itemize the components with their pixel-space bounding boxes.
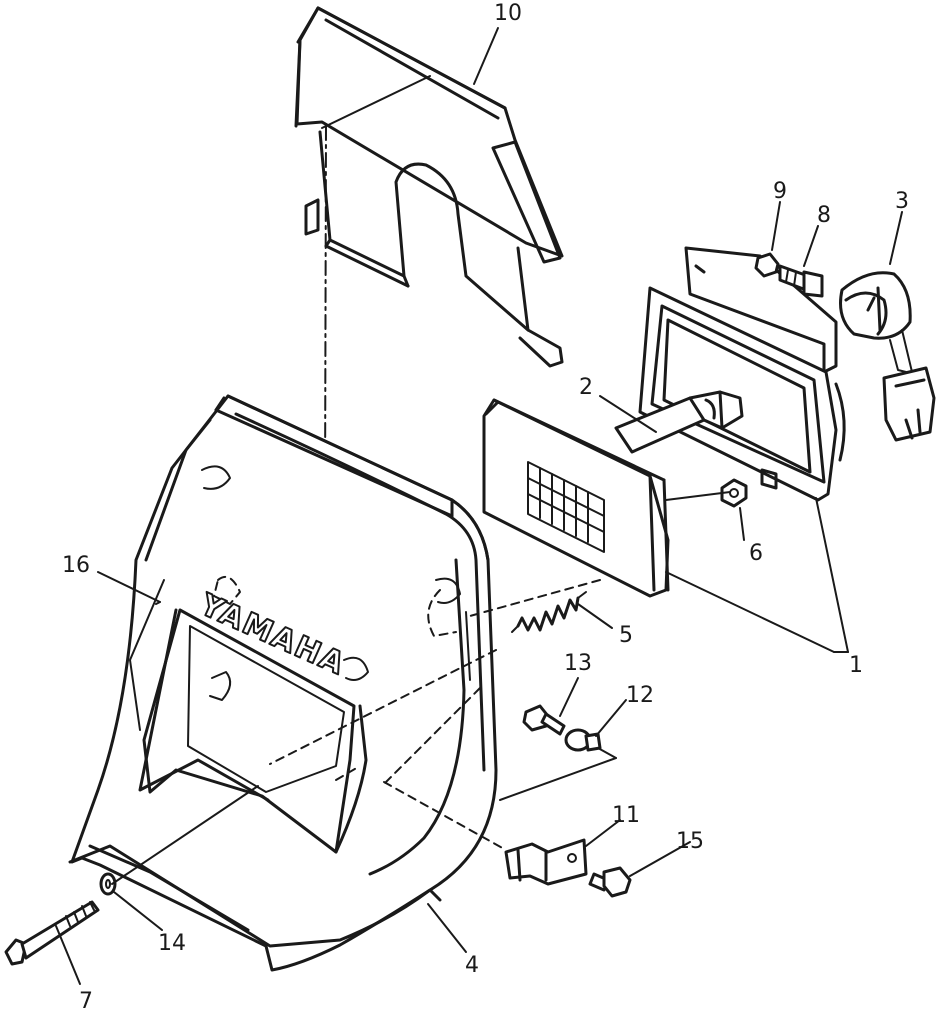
callout-2: 2 — [579, 375, 593, 400]
nut-9 — [754, 252, 780, 278]
callout-10: 10 — [494, 1, 522, 26]
callout-9: 9 — [773, 179, 787, 204]
callout-13: 13 — [564, 651, 592, 676]
callout-4: 4 — [465, 953, 479, 978]
callout-16: 16 — [62, 553, 90, 578]
headlight-unit — [638, 246, 846, 502]
callout-1: 1 — [849, 653, 863, 678]
bulb — [614, 390, 744, 454]
callout-7: 7 — [79, 989, 93, 1014]
spring — [511, 591, 587, 633]
long-bolt-7 — [4, 900, 100, 966]
callout-14: 14 — [158, 931, 186, 956]
bulb-socket — [839, 271, 936, 442]
callout-15: 15 — [676, 829, 704, 854]
washer-14 — [99, 872, 117, 896]
stay-11 — [504, 838, 588, 886]
callout-5: 5 — [619, 623, 633, 648]
callout-11: 11 — [612, 803, 640, 828]
headlight-lens — [482, 398, 670, 598]
callout-6: 6 — [749, 541, 763, 566]
bracket-plate — [294, 6, 564, 368]
bolt-13 — [522, 704, 566, 736]
bolt-15 — [588, 866, 632, 898]
callout-8: 8 — [817, 203, 831, 228]
callout-3: 3 — [895, 189, 909, 214]
collar-screw-12 — [564, 728, 602, 752]
callout-12: 12 — [626, 683, 654, 708]
screw-8 — [778, 264, 824, 298]
cowling: YAMAHA — [68, 394, 498, 972]
